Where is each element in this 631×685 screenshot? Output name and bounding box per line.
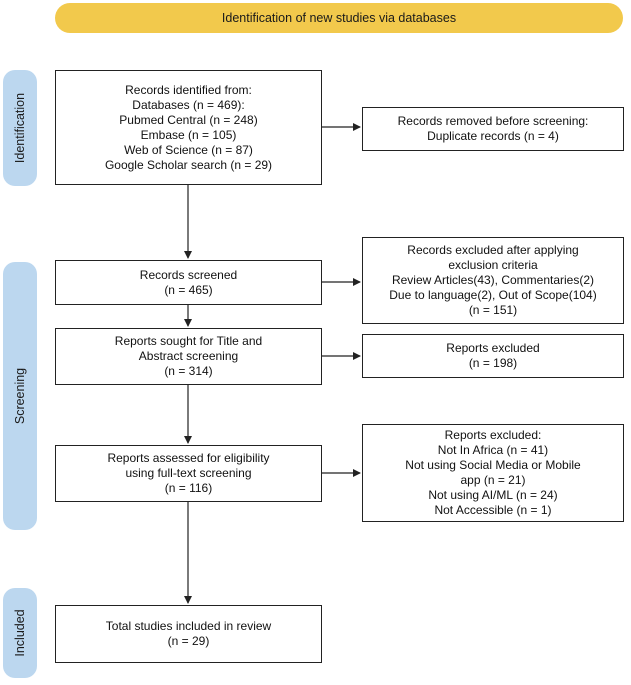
box-records-removed: Records removed before screening: Duplic… [362,107,624,151]
records-removed-line-2: Duplicate records (n = 4) [427,129,559,143]
reports-sought-line-2: Abstract screening [138,349,239,363]
records-screened-line-1: Records screened [139,267,238,282]
records-excluded-line-3: Review Articles(43), Commentaries(2) [391,273,595,287]
total-included-line-1: Total studies included in review [105,619,272,633]
reports-assessed-line-3: (n = 116) [164,481,213,495]
reports-excluded-1-line-2: (n = 198) [468,356,518,370]
reports-excluded-2-line-5: Not using AI/ML (n = 24) [428,488,558,502]
header-title: Identification of new studies via databa… [221,11,457,25]
box-records-screened: Records screened (n = 465) [55,260,322,305]
records-screened-line-2: (n = 465) [164,282,213,297]
reports-assessed-line-1: Reports assessed for eligibility [107,451,270,465]
reports-sought-line-3: (n = 314) [164,364,213,378]
box-reports-assessed: Reports assessed for eligibility using f… [55,445,322,502]
reports-excluded-2-line-2: Not In Africa (n = 41) [437,443,549,457]
reports-assessed-line-2: using full-text screening [125,466,252,480]
phase-screening: Screening [3,262,37,530]
reports-sought-line-1: Reports sought for Title and [114,334,263,348]
box-reports-sought: Reports sought for Title and Abstract sc… [55,328,322,385]
records-excluded-line-1: Records excluded after applying [407,243,579,257]
records-identified-line-3: Pubmed Central (n = 248) [119,112,258,127]
reports-excluded-2-line-4: app (n = 21) [460,473,526,487]
box-records-excluded: Records excluded after applying exclusio… [362,237,624,324]
box-records-identified: Records identified from: Databases (n = … [55,70,322,185]
records-excluded-line-5: (n = 151) [468,303,518,317]
box-reports-excluded-1: Reports excluded (n = 198) [362,334,624,378]
reports-excluded-2-line-1: Reports excluded: [444,428,542,442]
records-identified-line-2: Databases (n = 469): [132,97,245,112]
records-identified-line-6: Google Scholar search (n = 29) [104,157,273,172]
total-included-line-2: (n = 29) [167,634,210,648]
reports-excluded-2-line-6: Not Accessible (n = 1) [434,503,552,517]
box-total-included: Total studies included in review (n = 29… [55,605,322,663]
records-excluded-line-4: Due to language(2), Out of Scope(104) [389,288,597,302]
phase-included: Included [3,588,37,678]
records-identified-line-4: Embase (n = 105) [140,127,237,142]
records-excluded-line-2: exclusion criteria [448,258,538,272]
reports-excluded-1-line-1: Reports excluded [446,341,540,355]
phase-identification: Identification [3,70,37,186]
records-removed-line-1: Records removed before screening: [397,114,589,128]
box-reports-excluded-2: Reports excluded: Not In Africa (n = 41)… [362,424,624,522]
reports-excluded-2-line-3: Not using Social Media or Mobile [405,458,581,472]
header-banner: Identification of new studies via databa… [55,3,623,33]
records-identified-line-5: Web of Science (n = 87) [124,142,253,157]
records-identified-line-1: Records identified from: [125,82,252,97]
